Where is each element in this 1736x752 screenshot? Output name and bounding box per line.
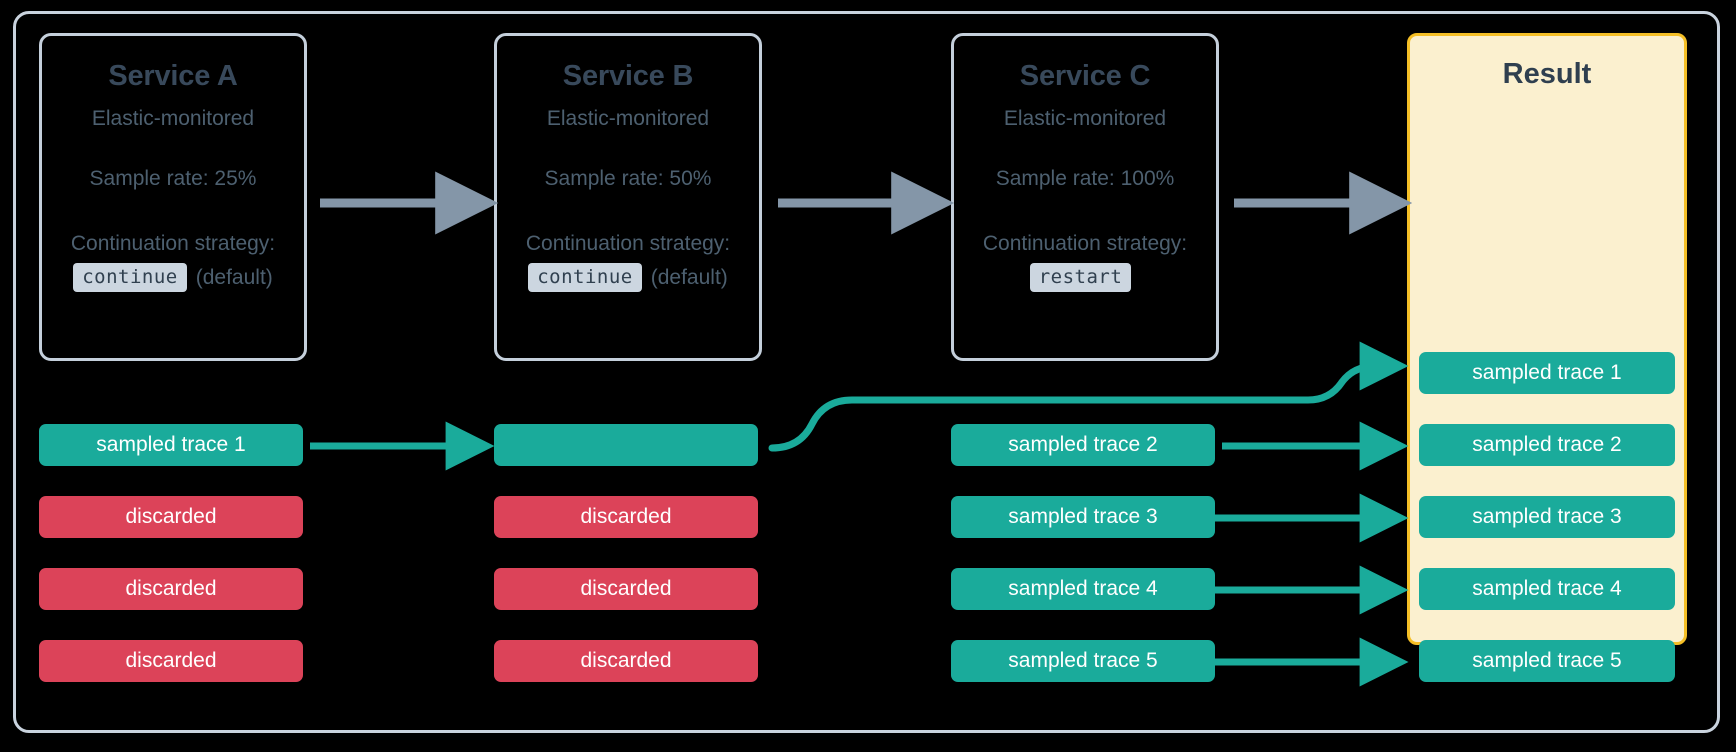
trace-pill-a-1: sampled trace 1	[39, 424, 303, 466]
result-trace-pill-4: sampled trace 4	[1419, 568, 1675, 610]
service-a-strategy-row: continue (default)	[73, 263, 273, 292]
service-c-strategy-value: restart	[1029, 263, 1132, 292]
service-a-strategy-note: (default)	[195, 265, 273, 289]
trace-pill-c-3: sampled trace 4	[951, 568, 1215, 610]
service-c-strategy-row: restart	[1029, 263, 1141, 292]
service-a-strategy-value: continue	[73, 263, 187, 292]
trace-pill-c-2: sampled trace 3	[951, 496, 1215, 538]
service-b-subtitle: Elastic-monitored	[546, 107, 710, 130]
result-box	[1407, 33, 1687, 645]
service-b-strategy-label: Continuation strategy:	[525, 232, 731, 255]
service-b-title: Service B	[562, 60, 694, 92]
trace-pill-c-1: sampled trace 2	[951, 424, 1215, 466]
trace-pill-a-2: discarded	[39, 496, 303, 538]
result-trace-pill-5: sampled trace 5	[1419, 640, 1675, 682]
service-c-subtitle: Elastic-monitored	[1003, 107, 1167, 130]
result-trace-pill-2: sampled trace 2	[1419, 424, 1675, 466]
trace-pill-a-3: discarded	[39, 568, 303, 610]
service-b-strategy-note: (default)	[650, 265, 728, 289]
result-trace-pill-1: sampled trace 1	[1419, 352, 1675, 394]
service-b-strategy-value: continue	[528, 263, 642, 292]
service-a-subtitle: Elastic-monitored	[91, 107, 255, 130]
service-c-sample-rate: Sample rate: 100%	[995, 167, 1175, 190]
trace-pill-c-4: sampled trace 5	[951, 640, 1215, 682]
service-a-sample-rate: Sample rate: 25%	[89, 167, 257, 190]
trace-pill-b-3: discarded	[494, 568, 758, 610]
service-box-c: Service C Elastic-monitored Sample rate:…	[951, 33, 1219, 361]
trace-pill-b-4: discarded	[494, 640, 758, 682]
service-a-strategy-label: Continuation strategy:	[70, 232, 276, 255]
service-a-title: Service A	[108, 60, 238, 92]
service-box-a: Service A Elastic-monitored Sample rate:…	[39, 33, 307, 361]
trace-pill-a-4: discarded	[39, 640, 303, 682]
service-c-strategy-label: Continuation strategy:	[982, 232, 1188, 255]
result-title: Result	[1502, 58, 1592, 90]
service-box-b: Service B Elastic-monitored Sample rate:…	[494, 33, 762, 361]
service-b-strategy-row: continue (default)	[528, 263, 728, 292]
trace-pill-b-1	[494, 424, 758, 466]
result-trace-pill-3: sampled trace 3	[1419, 496, 1675, 538]
trace-pill-b-2: discarded	[494, 496, 758, 538]
service-c-title: Service C	[1019, 60, 1151, 92]
service-b-sample-rate: Sample rate: 50%	[544, 167, 712, 190]
diagram-outer-frame	[13, 11, 1720, 733]
